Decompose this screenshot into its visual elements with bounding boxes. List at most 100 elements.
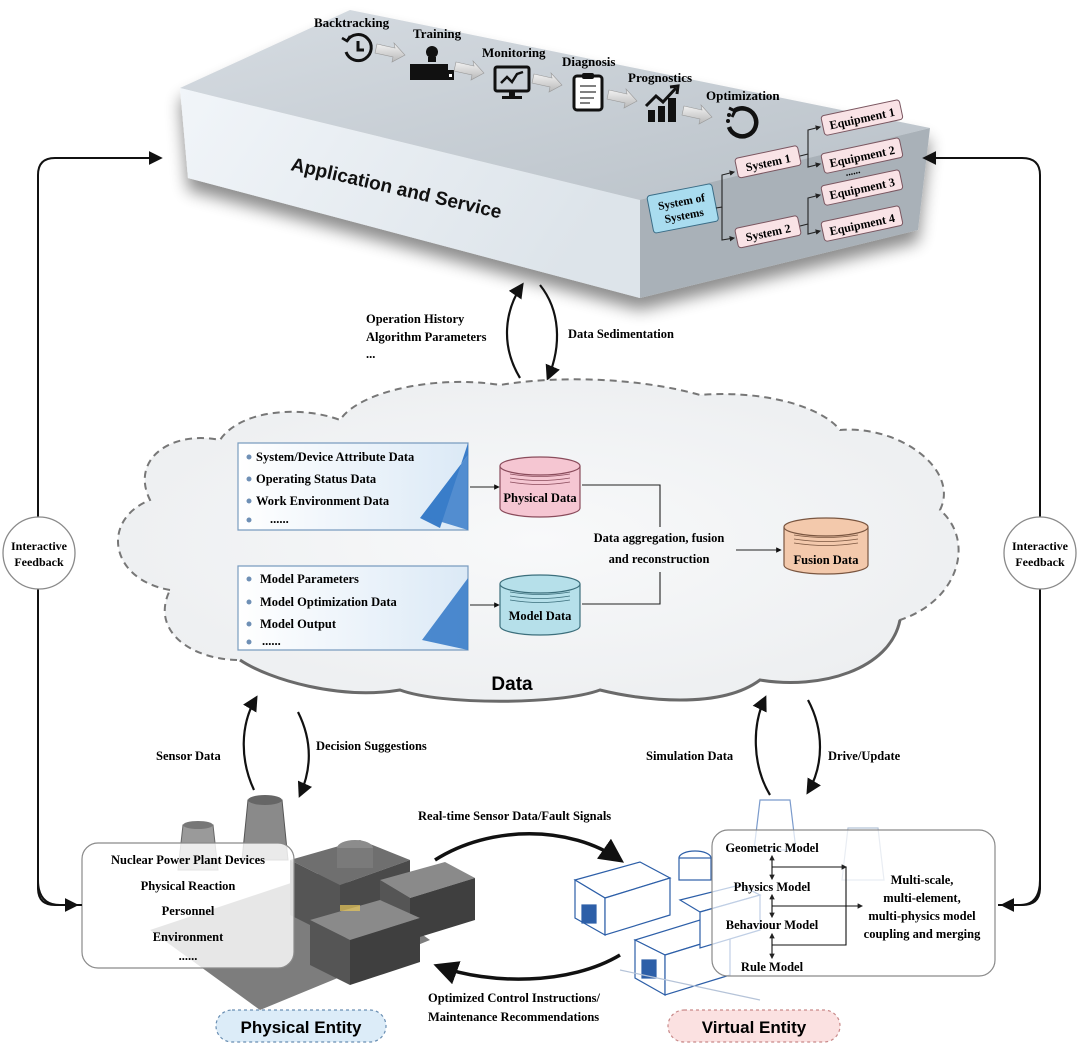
model-coupling-connectors [769, 854, 864, 960]
physical-data-db: Physical Data [499, 456, 581, 518]
slab-front-face [180, 88, 640, 298]
virtual-model-item: Geometric Model [725, 841, 819, 855]
person-at-desk-icon [410, 46, 454, 80]
fusion-process-label-line1: Data aggregation, fusion [594, 531, 725, 545]
algorithm-parameters-label: Algorithm Parameters [366, 330, 487, 344]
virtual-model-item: Rule Model [741, 960, 804, 974]
pipeline-arrow [453, 60, 485, 81]
pipeline-label-training: Training [413, 26, 462, 41]
optimized-control-label-line1: Optimized Control Instructions/ [428, 991, 601, 1005]
model-list-item: Model Optimization Data [260, 595, 398, 609]
model-list-item: ...... [262, 634, 281, 648]
pipeline-arrow [531, 72, 563, 93]
virtual-model-item: Physics Model [734, 880, 811, 894]
physical-item: Personnel [162, 904, 215, 918]
coupling-line: Multi-scale, [891, 873, 954, 887]
slab-side-face [640, 128, 930, 298]
physical-list-item: Work Environment Data [256, 494, 390, 508]
arrow-optimized-control [433, 953, 621, 985]
physical-entity-title: Physical Entity [241, 1018, 362, 1037]
drive-update-label: Drive/Update [828, 749, 901, 763]
physical-list-items: System/Device Attribute Data Operating S… [246, 450, 415, 526]
physical-list-item: ...... [270, 512, 289, 526]
pipeline-arrow [681, 104, 713, 125]
pipeline-arrow [606, 88, 638, 109]
left-feedback-node: Interactive Feedback [2, 516, 76, 590]
left-feedback-line2: Feedback [14, 555, 64, 569]
coupling-line: multi-physics model [868, 909, 976, 923]
data-layer-title: Data [491, 674, 533, 695]
simulation-data-label: Simulation Data [646, 749, 734, 763]
refresh-cycle-icon [726, 106, 759, 139]
entity-links: Real-time Sensor Data/Fault Signals Opti… [418, 809, 625, 1024]
virtual-data-links: Simulation Data Drive/Update [646, 695, 901, 796]
system-of-systems-box: System of Systems [646, 183, 719, 234]
model-list-item: Model Output [260, 617, 337, 631]
virtual-entity-badge: Virtual Entity [667, 1009, 841, 1043]
virtual-plant-illustration [573, 799, 885, 1001]
clipboard-icon [572, 73, 604, 112]
pipeline-label-prognostics: Prognostics [628, 70, 692, 85]
system-1-box: System 1 [734, 145, 802, 179]
physical-data-list: System/Device Attribute Data Operating S… [237, 442, 469, 531]
system-2-box: System 2 [734, 215, 802, 249]
pipeline-label-monitoring: Monitoring [482, 45, 546, 60]
pipeline-label-backtracking: Backtracking [314, 15, 390, 30]
model-data-db: Model Data [499, 574, 581, 636]
model-data-db-label: Model Data [509, 609, 573, 623]
realtime-sensor-label: Real-time Sensor Data/Fault Signals [418, 809, 611, 823]
fusion-data-db: Fusion Data [783, 517, 869, 575]
arrow-sensor-data [242, 695, 258, 791]
optimized-control-label-line2: Maintenance Recommendations [428, 1010, 599, 1024]
equipment-4-box: Equipment 4 [820, 205, 904, 242]
arrow-decision-suggestions [297, 711, 313, 798]
application-service-slab [180, 10, 930, 298]
bar-chart-trend-icon [644, 84, 680, 122]
coupling-line: multi-element, [883, 891, 960, 905]
model-list-items: Model Parameters Model Optimization Data… [246, 572, 398, 648]
pipeline-arrows [374, 42, 713, 125]
physical-item: ...... [179, 949, 198, 963]
fusion-data-db-label: Fusion Data [794, 553, 860, 567]
model-data-list: Model Parameters Model Optimization Data… [237, 565, 469, 651]
physical-item: Environment [153, 930, 224, 944]
history-clock-icon [341, 33, 373, 63]
arrow-realtime-sensor [434, 832, 625, 863]
physical-list-item: System/Device Attribute Data [256, 450, 415, 464]
pipeline-label-optimization: Optimization [706, 88, 780, 103]
coupling-line: coupling and merging [864, 927, 981, 941]
sensor-data-label: Sensor Data [156, 749, 221, 763]
physical-item: Physical Reaction [141, 879, 236, 893]
hierarchy-connectors [715, 125, 822, 242]
arrow-up-to-app [505, 282, 524, 379]
physical-item: Nuclear Power Plant Devices [111, 853, 265, 867]
physical-list-item: Operating Status Data [256, 472, 377, 486]
left-feedback-line1: Interactive [11, 539, 68, 553]
right-feedback-node: Interactive Feedback [1003, 516, 1077, 590]
physical-data-links: Sensor Data Decision Suggestions [156, 695, 427, 798]
arrow-simulation-data [752, 695, 771, 796]
cloud-bottom-shadow [239, 619, 902, 703]
data-sedimentation-label: Data Sedimentation [568, 327, 674, 341]
app-data-links: Operation History Algorithm Parameters .… [366, 282, 674, 381]
monitor-chart-icon [493, 65, 531, 99]
physical-data-db-label: Physical Data [503, 491, 577, 505]
physical-entity-badge: Physical Entity [215, 1009, 387, 1043]
model-list-item: Model Parameters [260, 572, 359, 586]
arrow-drive-update [806, 699, 822, 795]
pipeline-arrow [374, 42, 406, 63]
data-flow-connectors [470, 484, 782, 608]
fusion-process-label-line2: and reconstruction [609, 552, 710, 566]
decision-suggestions-label: Decision Suggestions [316, 739, 427, 753]
pipeline: Backtracking Training Monitoring Diagnos… [314, 15, 780, 139]
virtual-model-item: Behaviour Model [726, 918, 819, 932]
virtual-entity-title: Virtual Entity [702, 1018, 807, 1037]
more-ellipsis-label: ... [366, 347, 375, 361]
right-feedback-line1: Interactive [1012, 539, 1069, 553]
operation-history-label: Operation History [366, 312, 465, 326]
virtual-entity-card: Geometric Model Physics Model Behaviour … [711, 829, 996, 977]
arrow-down-to-data [539, 284, 560, 381]
right-feedback-line2: Feedback [1015, 555, 1065, 569]
physical-entity-card: Nuclear Power Plant Devices Physical Rea… [81, 842, 295, 969]
